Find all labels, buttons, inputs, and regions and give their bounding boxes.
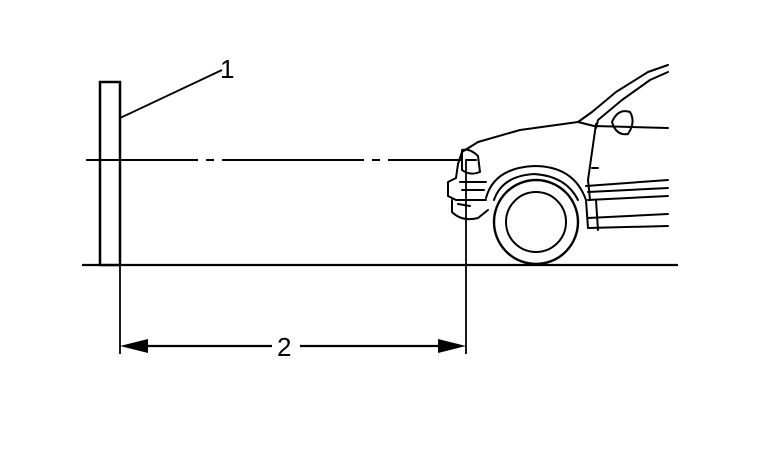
vehicle-front (447, 64, 669, 266)
callout-1-label: 1 (220, 54, 234, 84)
callout-2-label: 2 (277, 332, 291, 362)
callout-1-leader (119, 69, 223, 119)
dimension-arrow-left (120, 339, 148, 353)
distance-dimension-line (120, 339, 466, 353)
dimension-arrow-right (438, 339, 466, 353)
aiming-screen (98, 80, 122, 267)
